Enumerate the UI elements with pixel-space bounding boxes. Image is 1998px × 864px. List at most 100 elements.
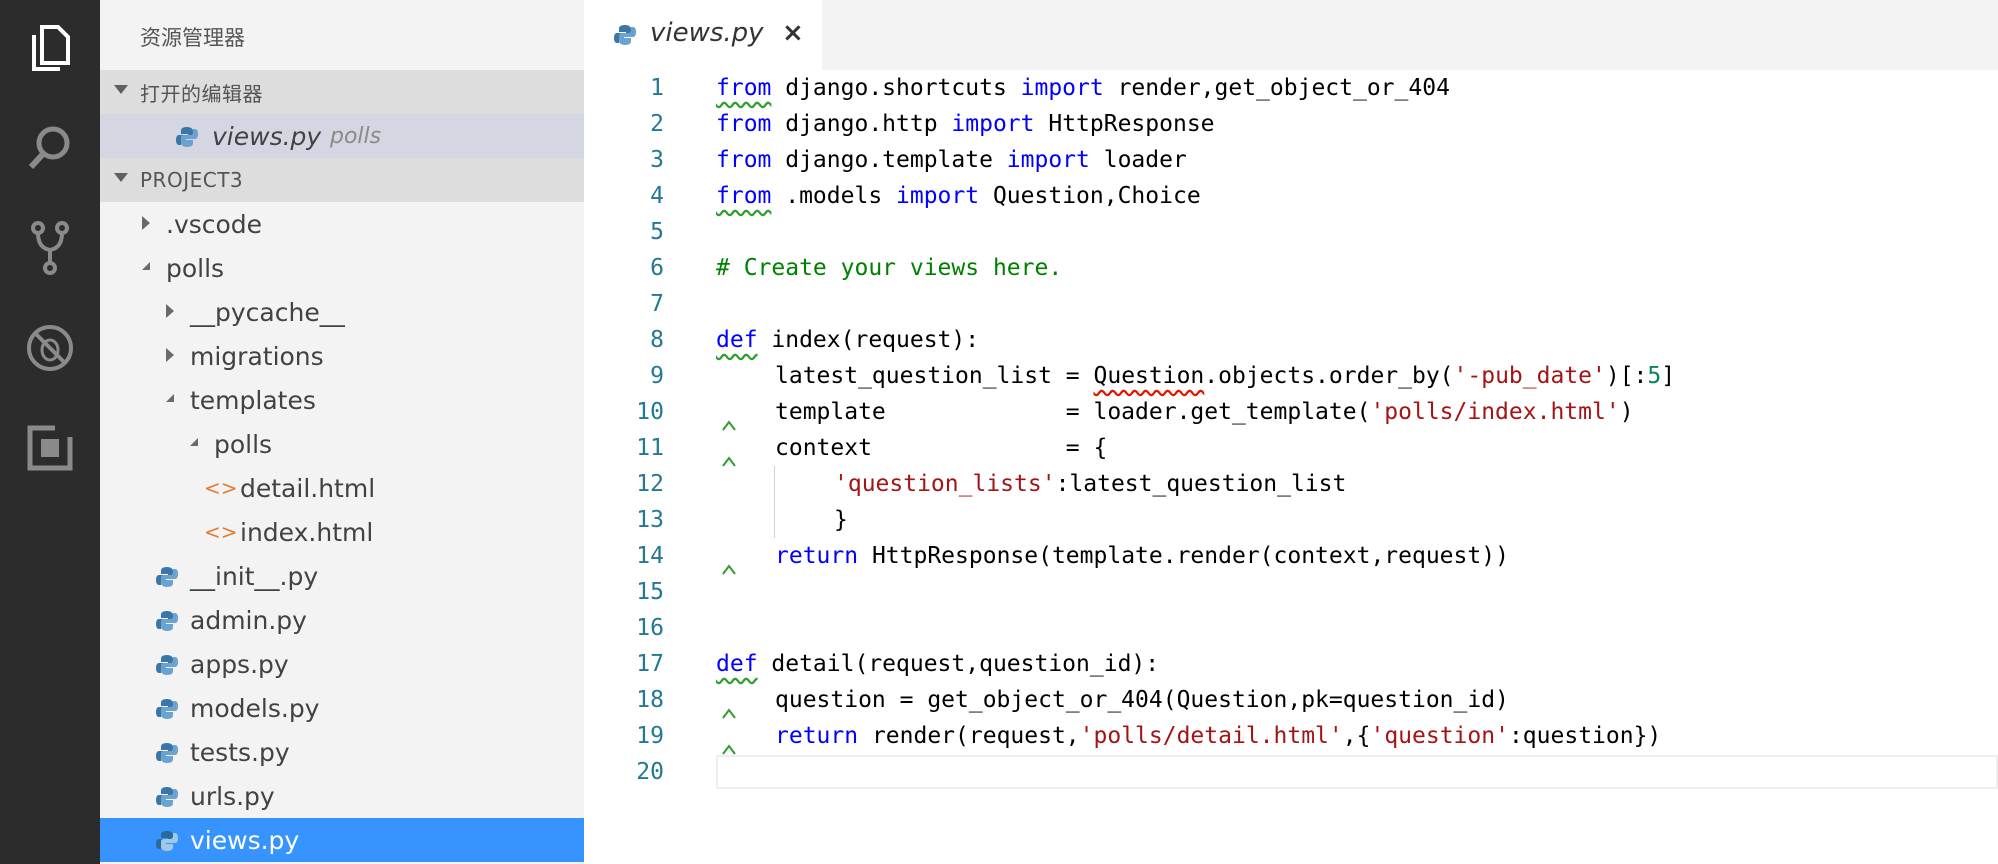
line-number: 14 (636, 543, 664, 569)
code-line-10: template = loader.get_template('polls/in… (775, 399, 1634, 425)
tab-views-py[interactable]: views.py × (584, 0, 822, 70)
extensions-icon[interactable] (22, 420, 78, 476)
line-number: 17 (636, 651, 664, 677)
line-number: 20 (636, 759, 664, 785)
tree-item-init-py[interactable]: __init__.py (100, 554, 584, 598)
line-number: 19 (636, 723, 664, 749)
tree-item-label: apps.py (190, 650, 289, 679)
chevron-right-icon (142, 216, 150, 230)
tree-item-tests-py[interactable]: tests.py (100, 730, 584, 774)
python-file-icon (156, 699, 178, 719)
project-label: PROJECT3 (140, 168, 244, 192)
tree-item-detail-html[interactable]: <> detail.html (100, 466, 584, 510)
tree-item-label: detail.html (240, 474, 376, 503)
line-number: 18 (636, 687, 664, 713)
python-file-icon (614, 25, 636, 45)
tab-bar: views.py × (584, 0, 1998, 70)
code-line-2: from django.http import HttpResponse (716, 111, 1215, 137)
tree-item-label: __pycache__ (190, 298, 345, 327)
tree-item-migrations[interactable]: migrations (100, 334, 584, 378)
code-line-1: from django.shortcuts import render,get_… (716, 75, 1450, 101)
explorer-sidebar: 资源管理器 打开的编辑器 views.py polls PROJECT3 .vs… (100, 0, 584, 864)
project-header[interactable]: PROJECT3 (100, 158, 584, 202)
explorer-icon[interactable] (22, 20, 78, 76)
open-editors-label: 打开的编辑器 (140, 81, 263, 106)
tree-item-admin-py[interactable]: admin.py (100, 598, 584, 642)
tree-item-label: urls.py (190, 782, 275, 811)
line-number: 1 (650, 75, 664, 101)
code-line-18: question = get_object_or_404(Question,pk… (775, 687, 1509, 713)
chevron-right-icon (166, 304, 174, 318)
tree-item-templates[interactable]: templates (100, 378, 584, 422)
line-number: 6 (650, 255, 664, 281)
line-number: 3 (650, 147, 664, 173)
tree-item-views-py[interactable]: views.py (100, 818, 584, 862)
tree-item-urls-py[interactable]: urls.py (100, 774, 584, 818)
chevron-down-icon (114, 85, 128, 94)
sidebar-title: 资源管理器 (140, 26, 245, 50)
tree-item-label: polls (166, 254, 225, 283)
code-editor[interactable]: 1 2 3 4 5 6 7 8 9 10 11 12 13 14 15 16 1… (584, 70, 1998, 864)
code-line-6: # Create your views here. (716, 255, 1063, 281)
line-number: 12 (636, 471, 664, 497)
html-file-icon: <> (204, 520, 238, 544)
open-editor-filename: views.py (212, 122, 322, 151)
warning-squiggle-icon (722, 744, 736, 755)
chevron-down-icon (114, 173, 128, 182)
open-editor-item[interactable]: views.py polls (100, 114, 584, 158)
line-number: 10 (636, 399, 664, 425)
tree-item-pycache[interactable]: __pycache__ (100, 290, 584, 334)
warning-squiggle-icon (722, 708, 736, 719)
tree-item-polls[interactable]: polls (100, 246, 584, 290)
tree-item-vscode[interactable]: .vscode (100, 202, 584, 246)
code-line-14: return HttpResponse(template.render(cont… (775, 543, 1509, 569)
tree-item-label: models.py (190, 694, 320, 723)
close-icon[interactable]: × (782, 18, 804, 48)
tree-item-label: .vscode (166, 210, 263, 239)
indent-guide (774, 466, 775, 538)
code-line-9: latest_question_list = Question.objects.… (775, 363, 1676, 389)
tree-item-label: __init__.py (190, 562, 319, 591)
open-editors-header[interactable]: 打开的编辑器 (100, 70, 584, 114)
code-line-11: context = { (775, 435, 1108, 461)
line-number: 2 (650, 111, 664, 137)
chevron-down-icon (166, 394, 174, 402)
warning-squiggle-icon (722, 420, 736, 431)
search-icon[interactable] (22, 120, 78, 176)
line-number: 13 (636, 507, 664, 533)
chevron-down-icon (190, 438, 198, 446)
debug-icon[interactable] (22, 320, 78, 376)
tree-item-label: tests.py (190, 738, 290, 767)
python-file-icon (156, 611, 178, 631)
code-line-19: return render(request,'polls/detail.html… (775, 723, 1662, 749)
current-line-highlight (716, 755, 1998, 789)
line-number: 16 (636, 615, 664, 641)
code-line-13: } (834, 507, 848, 533)
open-editor-folder: polls (330, 124, 382, 149)
python-file-icon (176, 127, 198, 147)
tab-title: views.py (650, 18, 764, 48)
tree-item-label: templates (190, 386, 316, 415)
tree-item-apps-py[interactable]: apps.py (100, 642, 584, 686)
code-line-17: def detail(request,question_id): (716, 651, 1160, 677)
tree-item-label: migrations (190, 342, 324, 371)
tree-item-models-py[interactable]: models.py (100, 686, 584, 730)
tree-item-templates-polls[interactable]: polls (100, 422, 584, 466)
tree-item-label: index.html (240, 518, 374, 547)
source-control-icon[interactable] (22, 220, 78, 276)
python-file-icon (156, 655, 178, 675)
tree-item-label: views.py (190, 826, 300, 855)
python-file-icon (156, 743, 178, 763)
python-file-icon (156, 831, 178, 851)
code-line-3: from django.template import loader (716, 147, 1187, 173)
line-number: 8 (650, 327, 664, 353)
html-file-icon: <> (204, 476, 238, 500)
line-number: 4 (650, 183, 664, 209)
code-line-4: from .models import Question,Choice (716, 183, 1201, 209)
tree-item-index-html[interactable]: <> index.html (100, 510, 584, 554)
python-file-icon (156, 567, 178, 587)
activity-bar (0, 0, 100, 864)
line-number: 5 (650, 219, 664, 245)
python-file-icon (156, 787, 178, 807)
tree-item-label: polls (214, 430, 273, 459)
